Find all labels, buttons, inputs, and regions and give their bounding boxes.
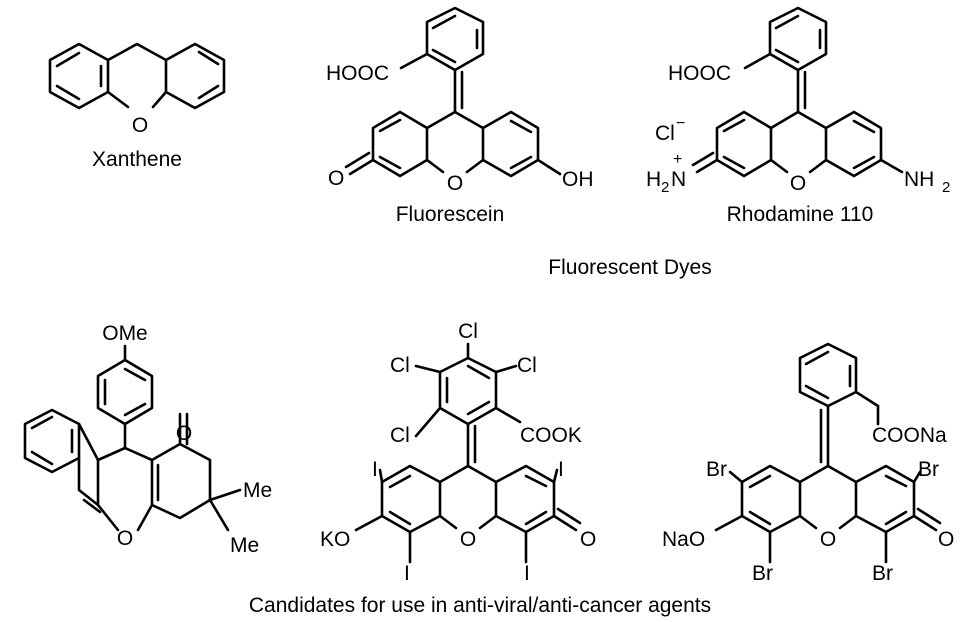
ketone-oxygen-label: O [176, 422, 192, 445]
eosin-structure: COONa Br Br NaO Br Br O O [662, 342, 954, 585]
bromo-label-left-lower: Br [752, 562, 773, 585]
minus-charge: − [676, 115, 685, 132]
rhodamine-caption: Rhodamine 110 [727, 203, 874, 226]
chloro-label-top: Cl [458, 320, 478, 343]
iminium-h-label: H [646, 168, 661, 191]
ring-oxygen-label: O [790, 172, 806, 195]
amine-label: NH [904, 168, 934, 191]
oxygen-label: O [132, 114, 148, 137]
ring-oxygen-label: O [460, 528, 476, 551]
chloro-label-right: Cl [517, 354, 537, 377]
plus-charge: + [673, 151, 682, 168]
carboxyl-label: HOOC [326, 62, 389, 85]
methyl-label-upper: Me [243, 479, 272, 502]
hydroxyl-label: OH [562, 168, 594, 191]
benzoxanthene-structure: OMe O Me Me O [23, 322, 272, 557]
iminium-n-label: N [671, 168, 686, 191]
sodium-oxide-label: NaO [662, 528, 705, 551]
ketone-oxygen-label: O [580, 528, 596, 551]
ring-oxygen-label: O [447, 172, 463, 195]
bromo-label-left-upper: Br [706, 458, 727, 481]
xanthene-structure: O [48, 42, 226, 137]
iodo-label-left-upper: I [372, 458, 378, 481]
methyl-label-lower: Me [230, 534, 259, 557]
fluorescein-caption: Fluorescein [396, 203, 505, 226]
ketone-oxygen-label: O [328, 167, 344, 190]
iodo-label-right-lower: I [524, 562, 530, 585]
carboxylate-label: COOK [520, 424, 582, 447]
potassium-oxide-label: KO [320, 528, 350, 551]
xanthene-caption: Xanthene [92, 148, 182, 171]
carboxyl-label: HOOC [668, 62, 731, 85]
iodo-label-right-upper: I [558, 458, 564, 481]
chloride-label: Cl [655, 122, 675, 145]
candidates-caption: Candidates for use in anti-viral/anti-ca… [249, 594, 711, 617]
fluorescein-structure: HOOC O OH O [326, 6, 594, 195]
bromo-label-right-lower: Br [872, 562, 893, 585]
ring-oxygen-label: O [117, 527, 133, 550]
bromo-label-right-upper: Br [918, 458, 939, 481]
fluorescent-dyes-caption: Fluorescent Dyes [548, 256, 711, 279]
carboxylate-label: COONa [872, 424, 947, 447]
ketone-oxygen-label: O [938, 528, 954, 551]
methoxy-label: OMe [102, 322, 148, 345]
chloro-label-left-upper: Cl [390, 354, 410, 377]
rose-bengal-structure: Cl Cl Cl Cl COOK I I KO I I O [320, 320, 596, 585]
ring-oxygen-label: O [820, 528, 836, 551]
amine-subscript: 2 [942, 179, 950, 196]
iminium-subscript: 2 [661, 179, 669, 196]
iodo-label-left-lower: I [404, 562, 410, 585]
chloro-label-left-lower: Cl [390, 424, 410, 447]
rhodamine-structure: HOOC Cl − + H 2 N NH 2 O [646, 6, 950, 196]
